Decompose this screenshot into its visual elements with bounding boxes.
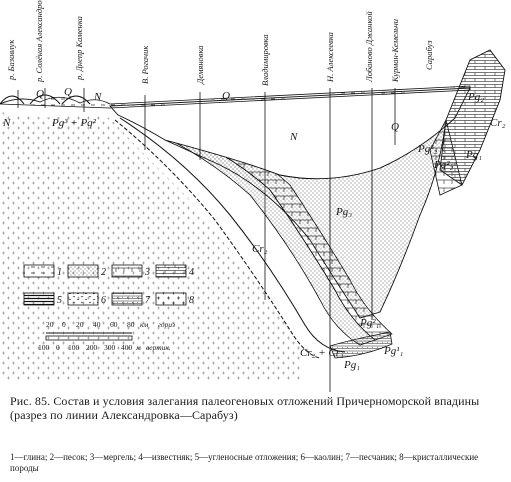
pg2-right <box>429 118 463 196</box>
legend-label-6: 6 <box>101 295 106 306</box>
unit-pg1-2: Pg²₁ <box>359 317 380 329</box>
legend-label-3: 3 <box>144 267 150 278</box>
v-unit: м <box>135 343 141 352</box>
unit-q-3: Q <box>222 90 230 102</box>
legend-box-7 <box>111 292 143 306</box>
legend-box-3 <box>111 264 143 278</box>
unit-pg1-1: Pg¹₁ <box>383 345 404 357</box>
geological-cross-section: р. Базавлук р. Солёная Александровка р. … <box>0 0 506 392</box>
legend-box-8 <box>155 292 187 306</box>
unit-pg3: Pg₃ <box>335 206 352 218</box>
section-drawing <box>0 49 506 392</box>
legend-label-8: 8 <box>189 295 194 306</box>
legend-box-2 <box>67 264 99 278</box>
unit-cr2cr1: Cr₂ + Cr₁ <box>300 347 344 359</box>
label-rogachik: В. Рогачик <box>140 45 150 84</box>
legend-explanation: 1—глина; 2—песок; 3—мергель; 4—известняк… <box>10 452 479 473</box>
label-dnepr: р. Днепр Каменка <box>74 16 84 81</box>
v-tick-2: 100 <box>68 343 80 352</box>
crystalline-basement-left <box>0 112 300 380</box>
unit-q-2: Q <box>64 86 72 98</box>
v-tick-0: 100 <box>38 343 50 352</box>
legend-label-5: 5 <box>57 295 62 306</box>
legend-box-6 <box>67 292 99 306</box>
label-lobanovo: Лобаново Джанкой <box>364 11 374 83</box>
v-label: вертик. <box>146 343 171 352</box>
unit-pg2-3: Pg³₂ <box>417 143 438 155</box>
unit-pg2-right: Pg₂ <box>467 91 484 103</box>
h-label: гориз <box>158 320 175 329</box>
unit-n-2: N <box>93 91 102 103</box>
h-tick-5: 80 <box>127 320 135 329</box>
label-alekseevka: Н. Алексеевка <box>325 32 335 83</box>
h-tick-2: 20 <box>76 320 84 329</box>
v-tick-1: 0 <box>56 343 60 352</box>
cr-boundary <box>114 119 321 359</box>
unit-pg2-2: Pg²₂ <box>433 159 454 171</box>
h-tick-1: 0 <box>62 320 66 329</box>
v-tick-3: 200 <box>86 343 98 352</box>
legend-label-7: 7 <box>145 295 151 306</box>
h-tick-4: 60 <box>110 320 118 329</box>
legend-box-4 <box>155 264 187 278</box>
figure-caption: Рис. 85. Состав и условия залегания пале… <box>10 394 480 422</box>
v-scale-bar <box>45 335 133 341</box>
legend: 1 2 3 4 5 6 7 8 <box>23 264 194 306</box>
borehole-lines <box>17 88 396 392</box>
unit-pg3pq2: Pg³ + Pq² <box>51 117 97 129</box>
h-unit: км <box>140 320 149 329</box>
label-sarabuz: Сарабуз <box>424 40 434 70</box>
unit-pg1-bottom: Pg₁ <box>343 359 360 371</box>
legend-box-1 <box>23 264 55 278</box>
unit-q-1: Q <box>36 88 44 100</box>
label-solenaya: р. Солёная Александровка <box>34 0 44 83</box>
unit-n-1: N <box>2 117 11 129</box>
unit-cr2-right: Cr₂ <box>490 117 506 129</box>
legend-label-1: 1 <box>57 267 62 278</box>
quaternary-cover <box>0 85 471 109</box>
unit-labels: Q Q Q Q N N N Pg³ + Pq² Pg₃ Pg₂ Cr₂ Pg₁ … <box>2 86 506 371</box>
h-tick-3: 40 <box>93 320 101 329</box>
unit-cr2-left: Cr₂ <box>252 243 268 255</box>
legend-label-4: 4 <box>189 267 194 278</box>
label-kurman: Курман-Кемельчи <box>390 19 400 83</box>
legend-box-5 <box>23 292 55 306</box>
v-tick-5: 400 <box>121 343 133 352</box>
legend-label-2: 2 <box>101 267 106 278</box>
v-tick-4: 300 <box>104 343 116 352</box>
cr-boundary-2 <box>119 117 346 353</box>
label-bazavluk: р. Базавлук <box>6 39 16 81</box>
h-tick-0: 20 <box>46 320 54 329</box>
scale-bars: 20 0 20 40 60 80 км гориз 100 0 100 200 … <box>38 320 175 352</box>
unit-pg1-right: Pg₁ <box>465 149 482 161</box>
label-demyanovka: Демяновка <box>195 45 205 85</box>
profile-labels: р. Базавлук р. Солёная Александровка р. … <box>6 0 434 86</box>
jurassic-pod <box>329 331 393 359</box>
label-vladimirovka: Владимировка <box>260 34 270 86</box>
unit-q-4: Q <box>391 121 399 133</box>
unit-n-3: N <box>289 131 298 143</box>
